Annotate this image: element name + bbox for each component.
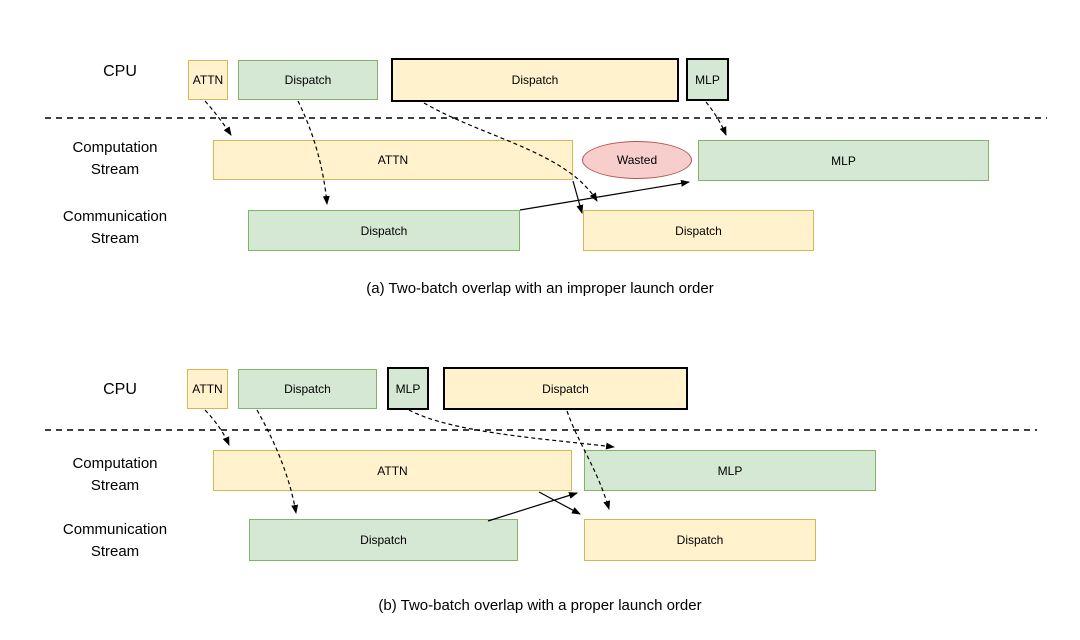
communication-stream-label-b: Communication Stream (35, 519, 195, 563)
computation-stream-label-a-line2: Stream (90, 161, 140, 178)
computation-stream-label-b-line2: Stream (90, 477, 140, 494)
launch-arrow-mlp-a (705, 101, 727, 136)
caption-a: (a) Two-batch overlap with an improper l… (366, 280, 714, 297)
cpu-attn-box-b: ATTN (187, 369, 228, 409)
cpu-row-label-b: CPU (103, 381, 137, 398)
launch-arrow-mlp-b (408, 409, 615, 450)
comm-dispatch1-box-b: Dispatch (584, 519, 816, 561)
cpu-dispatch1-box-b: Dispatch (443, 367, 688, 410)
comp-mlp-box-a: MLP (698, 140, 989, 181)
cpu-dispatch0-box-a: Dispatch (238, 60, 378, 100)
cpu-dispatch0-box-b: Dispatch (238, 369, 377, 409)
computation-stream-label-a-line1: Computation (72, 139, 158, 156)
dependency-arrow-dispatch-to-mlp-b (487, 492, 578, 522)
communication-stream-label-a-line1: Communication (62, 208, 168, 225)
dependency-arrow-attn-to-dispatch-b (538, 491, 581, 515)
comm-dispatch0-box-a: Dispatch (248, 210, 520, 251)
cpu-mlp-box-b: MLP (387, 367, 429, 410)
computation-stream-label-a: Computation Stream (35, 137, 195, 181)
communication-stream-label-b-line1: Communication (62, 521, 168, 538)
comm-dispatch0-box-b: Dispatch (249, 519, 518, 561)
cpu-dispatch1-box-a: Dispatch (391, 58, 679, 102)
cpu-mlp-box-a: MLP (686, 58, 729, 101)
communication-stream-label-a-line2: Stream (90, 230, 140, 247)
dependency-arrow-dispatch-to-mlp-a (519, 179, 690, 211)
launch-arrow-attn-b (204, 409, 230, 446)
dependency-arrow-attn-to-dispatch-a (572, 180, 584, 214)
wasted-ellipse: Wasted (582, 141, 692, 179)
launch-arrow-attn-a (204, 100, 232, 136)
computation-stream-label-b: Computation Stream (35, 453, 195, 497)
communication-stream-label-b-line2: Stream (90, 543, 140, 560)
caption-b: (b) Two-batch overlap with a proper laun… (378, 597, 702, 614)
comp-mlp-box-b: MLP (584, 450, 876, 491)
comp-attn-box-b: ATTN (213, 450, 572, 491)
cpu-row-label-a: CPU (103, 63, 137, 80)
computation-stream-label-b-line1: Computation (72, 455, 158, 472)
communication-stream-label-a: Communication Stream (35, 206, 195, 250)
cpu-attn-box-a: ATTN (188, 60, 228, 100)
comm-dispatch1-box-a: Dispatch (583, 210, 814, 251)
comp-attn-box-a: ATTN (213, 140, 573, 180)
